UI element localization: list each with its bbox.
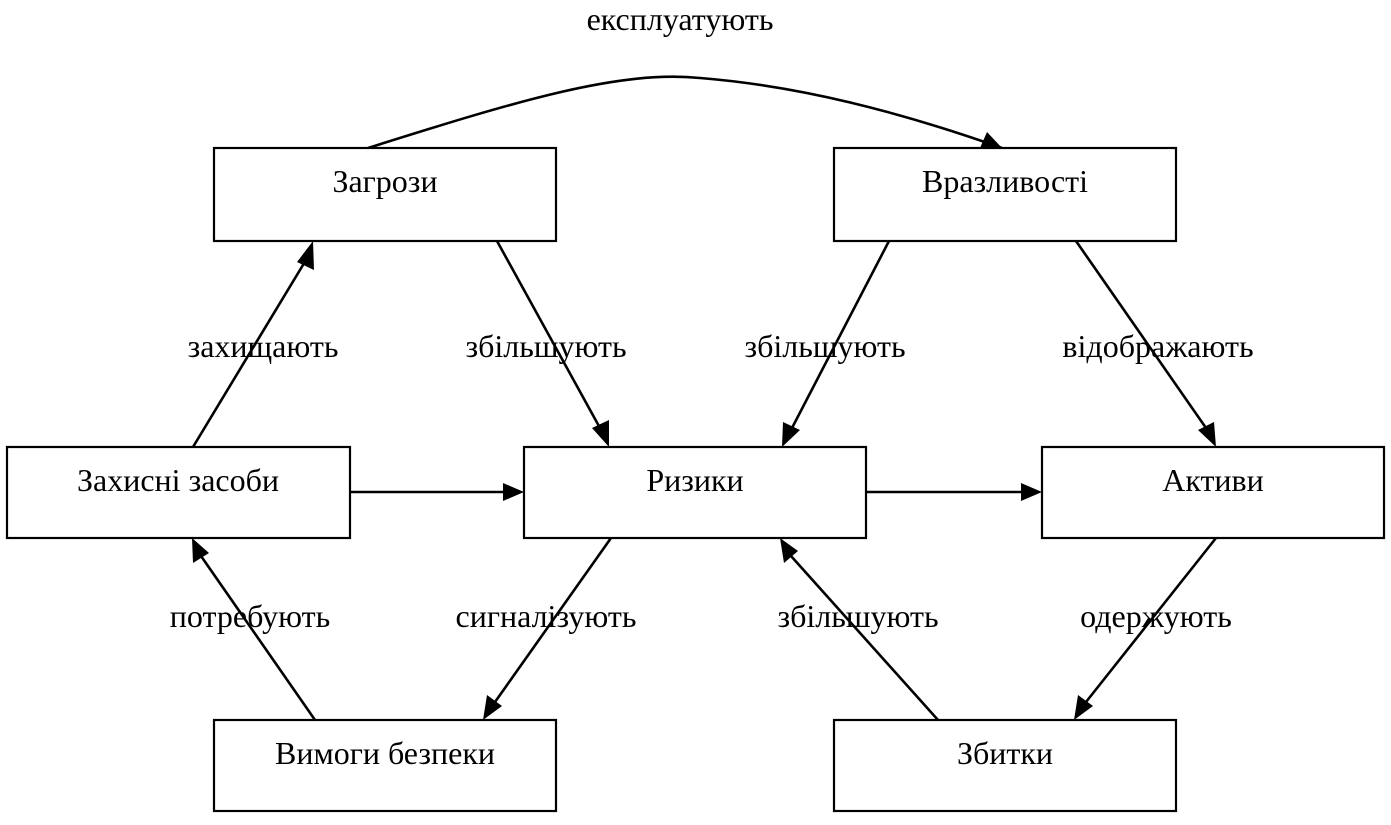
- nodes: Загрози Вразливості Захисні засоби Ризик…: [5, 146, 1386, 813]
- edge-protect-arrow: [191, 259, 308, 448]
- node-losses-box: [832, 718, 1178, 813]
- node-safeguards: Захисні засоби: [5, 445, 352, 540]
- edge-label-reflect: відображають: [1062, 328, 1253, 364]
- edge-labels: експлуатують захищають збільшують збільш…: [170, 1, 1254, 634]
- node-threats-label: Загрози: [332, 163, 437, 199]
- node-risks: Ризики: [522, 445, 868, 540]
- node-risks-box: [522, 445, 868, 540]
- node-losses: Збитки: [832, 718, 1178, 813]
- node-requirements: Вимоги безпеки: [212, 718, 558, 813]
- node-assets-box: [1040, 445, 1386, 540]
- edge-receive-arrow: [1084, 537, 1218, 703]
- edge-label-protect: захищають: [188, 328, 339, 364]
- node-threats-box: [212, 146, 558, 243]
- node-vulnerabilities-label: Вразливості: [922, 163, 1088, 199]
- edge-risks-assets-arrowhead: [1021, 483, 1042, 501]
- node-safeguards-label: Захисні засоби: [77, 462, 279, 498]
- edge-label-exploit: експлуатують: [587, 1, 774, 37]
- node-risks-label: Ризики: [646, 462, 743, 498]
- edge-exploit-arrow: [367, 75, 1003, 150]
- edge-threats-increase-arrow: [495, 240, 602, 429]
- edge-label-require: потребують: [170, 598, 330, 634]
- node-requirements-box: [212, 718, 558, 813]
- node-losses-label: Збитки: [957, 735, 1053, 771]
- node-assets-label: Активи: [1162, 462, 1264, 498]
- edge-require-arrowhead: [192, 538, 209, 563]
- edge-losses-increase-arrowhead: [780, 538, 798, 563]
- node-assets: Активи: [1040, 445, 1386, 540]
- edge-label-losses-increase: збільшують: [777, 598, 938, 634]
- edge-signal-arrowhead: [483, 695, 502, 720]
- edges: [191, 75, 1218, 721]
- edge-exploit-arrowhead: [980, 132, 1002, 148]
- edge-require-arrow: [199, 555, 317, 721]
- edge-reflect-arrow: [1074, 240, 1208, 429]
- node-vulnerabilities-box: [832, 146, 1178, 243]
- node-requirements-label: Вимоги безпеки: [275, 735, 495, 771]
- edge-label-threats-increase: збільшують: [465, 328, 626, 364]
- edge-vuln-increase-arrow: [790, 240, 891, 429]
- edge-signal-arrow: [493, 537, 613, 703]
- edge-safeguards-risks-arrowhead: [503, 483, 524, 501]
- edge-receive-arrowhead: [1074, 695, 1093, 720]
- edge-threats-increase-arrowhead: [592, 420, 609, 447]
- node-safeguards-box: [5, 445, 352, 540]
- edge-vuln-increase-arrowhead: [782, 422, 800, 447]
- edge-label-vuln-increase: збільшують: [744, 328, 905, 364]
- edge-label-receive: одержують: [1080, 598, 1232, 634]
- node-threats: Загрози: [212, 146, 558, 243]
- node-vulnerabilities: Вразливості: [832, 146, 1178, 243]
- edge-protect-arrowhead: [297, 241, 314, 270]
- edge-losses-increase-arrow: [790, 555, 939, 721]
- edge-label-signal: сигналізують: [456, 598, 637, 634]
- edge-reflect-arrowhead: [1198, 422, 1216, 447]
